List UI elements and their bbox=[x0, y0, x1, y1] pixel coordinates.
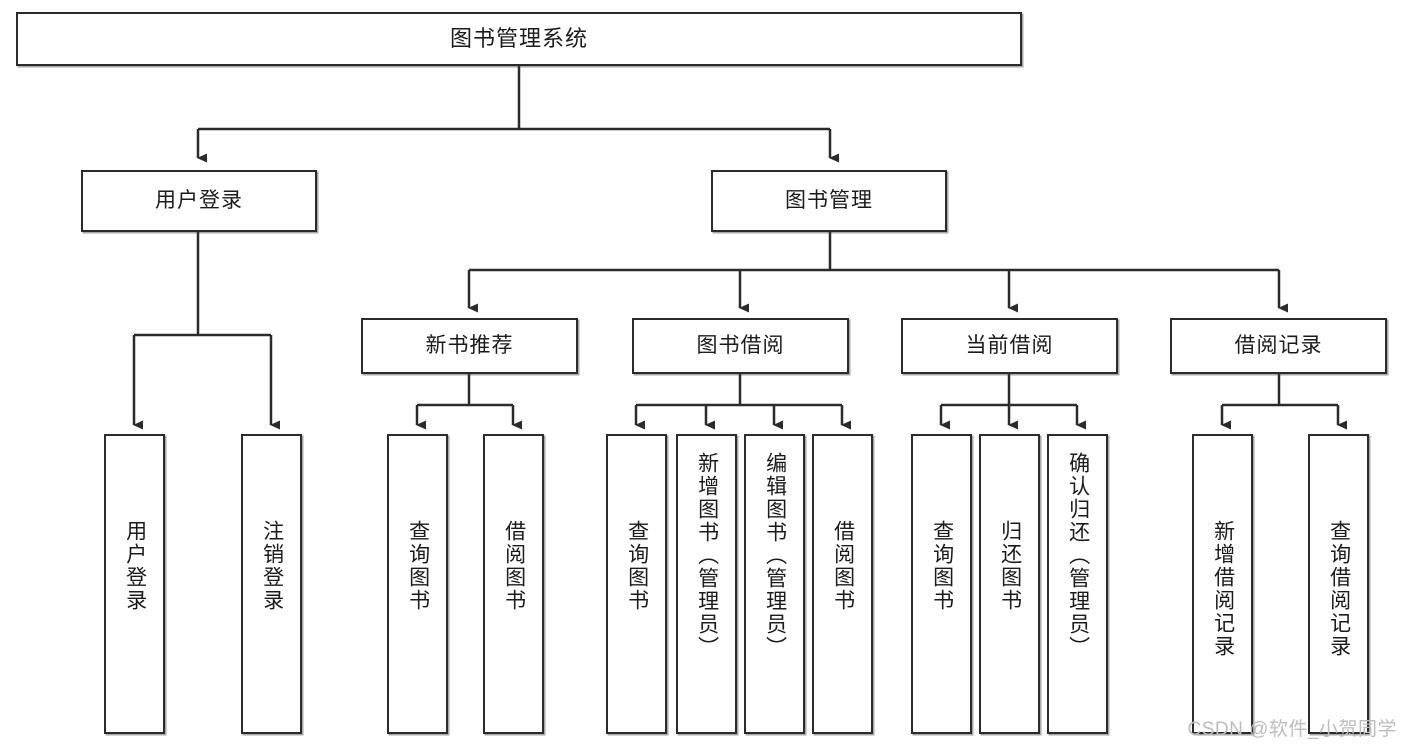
node-borrow-record[interactable]: 借阅记录 bbox=[1170, 318, 1387, 374]
node-root[interactable]: 图书管理系统 bbox=[16, 12, 1022, 66]
leaf-user-logout[interactable]: 注销登录 bbox=[241, 434, 302, 734]
leaf-edit-book-admin[interactable]: 编辑图书（管理员） bbox=[744, 434, 805, 734]
leaf-query-book-3-label: 查询图书 bbox=[930, 520, 954, 612]
node-user-login[interactable]: 用户登录 bbox=[81, 170, 317, 232]
node-new-book-recommend[interactable]: 新书推荐 bbox=[361, 318, 578, 374]
leaf-borrow-book-2-label: 借阅图书 bbox=[831, 520, 855, 612]
leaf-add-borrow-record-label: 新增借阅记录 bbox=[1211, 520, 1235, 658]
leaf-query-book-2-label: 查询图书 bbox=[625, 520, 649, 612]
leaf-add-book-admin[interactable]: 新增图书（管理员） bbox=[676, 434, 737, 734]
leaf-query-book-1-label: 查询图书 bbox=[406, 520, 430, 612]
leaf-user-login-label: 用户登录 bbox=[123, 520, 147, 612]
leaf-query-book-3[interactable]: 查询图书 bbox=[911, 434, 972, 734]
leaf-query-borrow-record[interactable]: 查询借阅记录 bbox=[1308, 434, 1369, 734]
node-book-borrow-label: 图书借阅 bbox=[696, 334, 785, 358]
leaf-user-logout-label: 注销登录 bbox=[260, 520, 284, 612]
watermark: CSDN @软件_小贺同学 bbox=[1187, 719, 1397, 740]
leaf-confirm-return-admin-label: 确认归还（管理员） bbox=[1066, 452, 1090, 659]
leaf-borrow-book-1-label: 借阅图书 bbox=[502, 520, 526, 612]
leaf-query-book-2[interactable]: 查询图书 bbox=[606, 434, 667, 734]
leaf-return-book-label: 归还图书 bbox=[998, 520, 1022, 612]
node-book-borrow[interactable]: 图书借阅 bbox=[632, 318, 849, 374]
node-current-borrow-label: 当前借阅 bbox=[965, 334, 1054, 358]
node-current-borrow[interactable]: 当前借阅 bbox=[901, 318, 1118, 374]
leaf-user-login[interactable]: 用户登录 bbox=[104, 434, 165, 734]
node-borrow-record-label: 借阅记录 bbox=[1234, 334, 1323, 358]
leaf-add-borrow-record[interactable]: 新增借阅记录 bbox=[1192, 434, 1253, 734]
leaf-edit-book-admin-label: 编辑图书（管理员） bbox=[763, 452, 787, 659]
leaf-add-book-admin-label: 新增图书（管理员） bbox=[695, 452, 719, 659]
node-book-manage[interactable]: 图书管理 bbox=[711, 170, 947, 232]
leaf-query-borrow-record-label: 查询借阅记录 bbox=[1327, 520, 1351, 658]
leaf-borrow-book-2[interactable]: 借阅图书 bbox=[812, 434, 873, 734]
leaf-borrow-book-1[interactable]: 借阅图书 bbox=[483, 434, 544, 734]
node-new-book-recommend-label: 新书推荐 bbox=[425, 334, 514, 358]
leaf-confirm-return-admin[interactable]: 确认归还（管理员） bbox=[1047, 434, 1108, 734]
node-user-login-label: 用户登录 bbox=[155, 189, 243, 213]
leaf-query-book-1[interactable]: 查询图书 bbox=[387, 434, 448, 734]
node-book-manage-label: 图书管理 bbox=[785, 189, 873, 213]
node-root-label: 图书管理系统 bbox=[449, 25, 588, 51]
leaf-return-book[interactable]: 归还图书 bbox=[979, 434, 1040, 734]
